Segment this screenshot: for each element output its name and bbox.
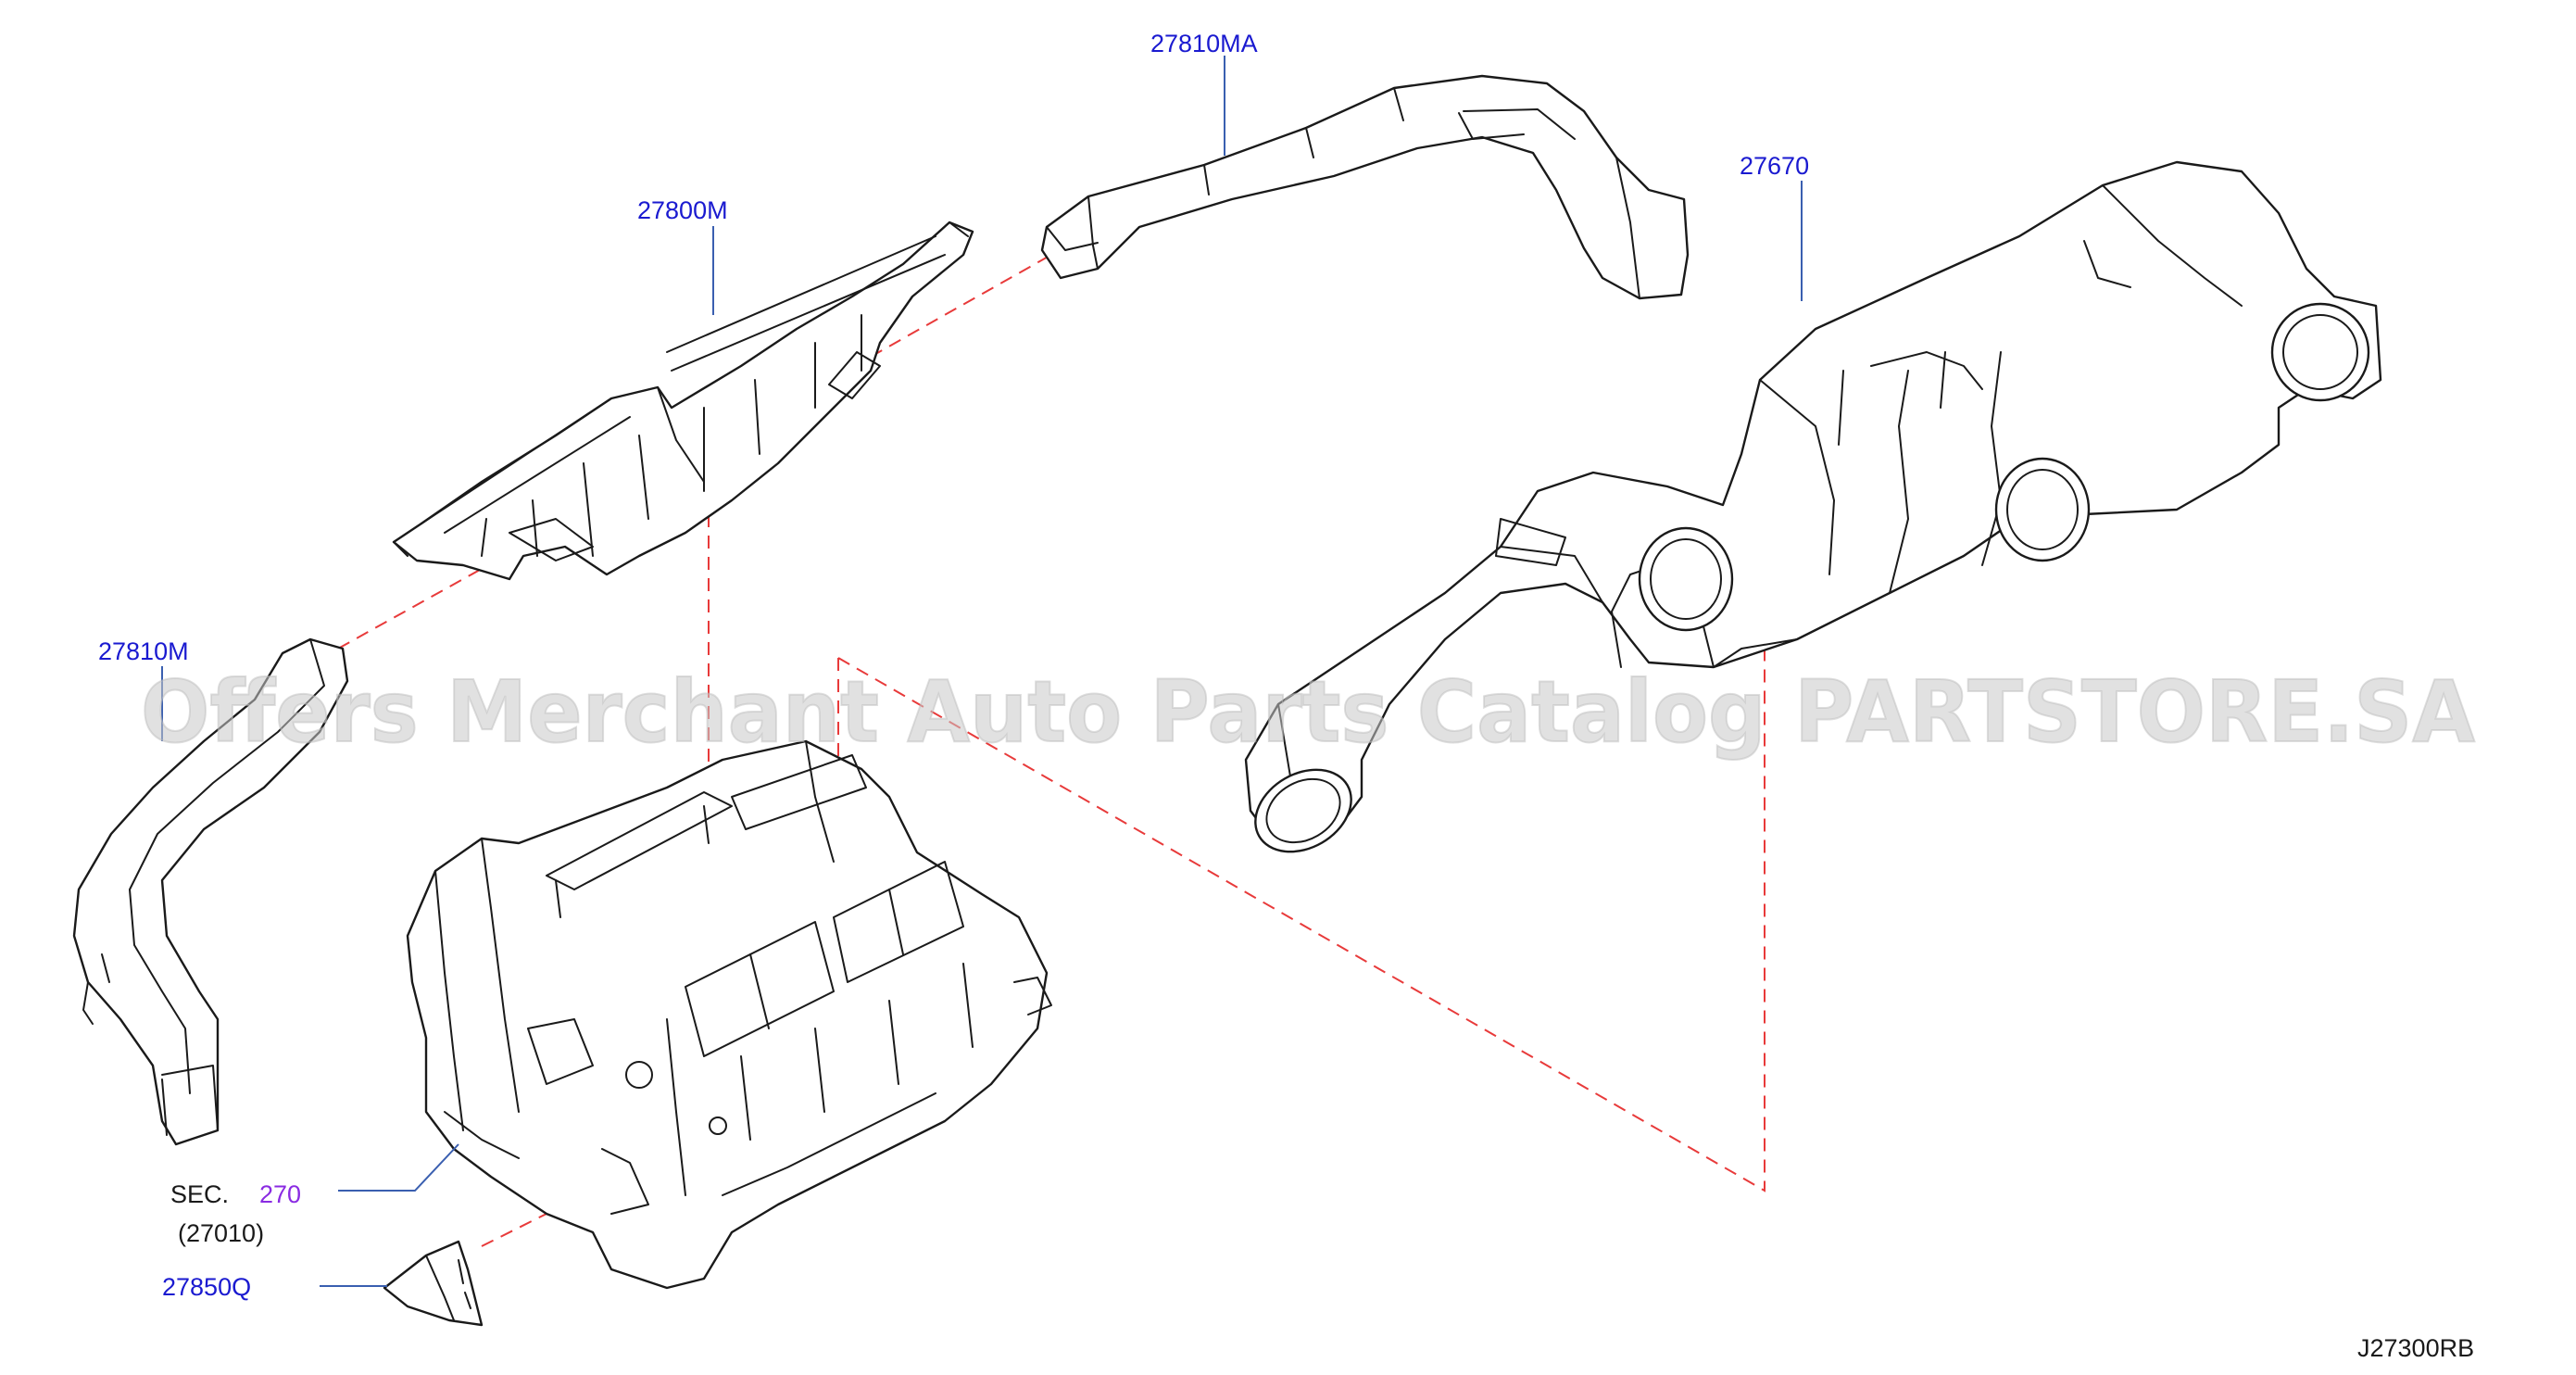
assembly-line-nozzle-to-duct-ma [870, 254, 1052, 358]
callout-27810ma: 27810MA [1150, 30, 1258, 57]
callout-labels: 27810MA 27800M 27810M 27670 27850Q SEC. … [98, 30, 2474, 1362]
callout-27810m: 27810M [98, 637, 189, 665]
watermark-text: Offers Merchant Auto Parts Catalog PARTS… [141, 662, 2475, 762]
part-heater-unit-sec270 [406, 739, 1052, 1290]
section-ref-prefix: SEC. [170, 1180, 229, 1208]
part-nozzle-27800m [392, 221, 974, 581]
section-ref-part: (27010) [178, 1219, 264, 1247]
leader-sec270 [338, 1143, 459, 1192]
callout-27850q: 27850Q [162, 1273, 251, 1301]
assembly-line-nozzle-to-duct-m [337, 555, 506, 650]
section-ref-number: 270 [259, 1180, 301, 1208]
leader-lines [161, 56, 1803, 1287]
callout-27800m: 27800M [637, 196, 728, 224]
part-duct-27850q [383, 1240, 484, 1327]
diagram-code: J27300RB [2357, 1334, 2474, 1362]
callout-27670: 27670 [1740, 152, 1809, 180]
part-duct-27810ma [1040, 74, 1690, 300]
part-duct-assembly-27670 [1244, 160, 2382, 853]
assembly-line-heater-to-duct-assy [837, 649, 1766, 1192]
part-duct-27810m [72, 637, 349, 1146]
